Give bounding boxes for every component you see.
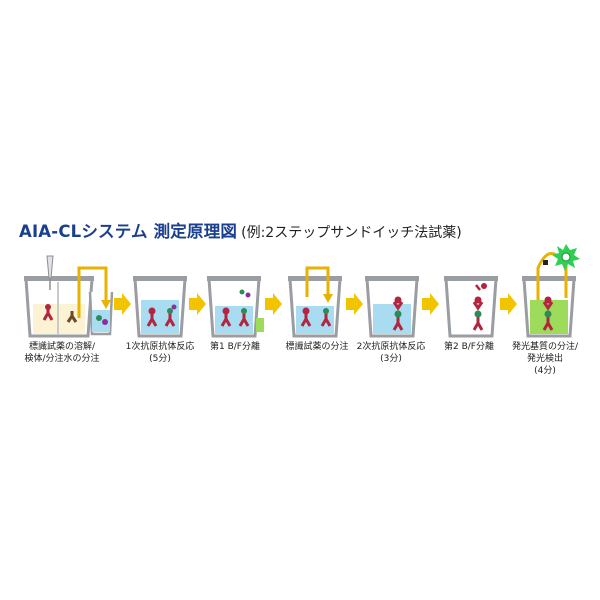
step-1-antibody-beads	[42, 304, 78, 323]
step-1-sample-tube	[88, 291, 114, 336]
diagram-title: AIA-CLシステム 測定原理図(例:2ステップサンドイッチ法試薬)	[19, 218, 462, 242]
step-6-bound-complex	[472, 283, 487, 331]
step-4-label: 標識試薬の分注	[285, 342, 349, 352]
step-7-detected-complex	[542, 296, 554, 331]
pipette-icon	[46, 255, 54, 290]
step-7-label: 発光基質の分注/ 発光検出 (4分)	[511, 342, 579, 376]
dispense-flow-arrowhead-1	[101, 300, 111, 309]
light-emission-icon	[552, 244, 580, 271]
step-5-cup	[365, 276, 419, 338]
step-arrow-5	[422, 293, 439, 315]
step-2-reaction-complex	[146, 304, 177, 327]
step-2-label: 1次抗原抗体反応 (5分)	[125, 342, 195, 364]
step-arrow-4	[346, 293, 363, 315]
step-arrow-2	[189, 293, 206, 315]
step-1-cup	[24, 276, 94, 338]
step-arrow-1	[114, 293, 131, 315]
step-4-labeled-antibody	[300, 307, 332, 327]
step-6-label: 第2 B/F分離	[444, 342, 494, 352]
step-3-cup	[207, 276, 264, 338]
title-main: AIA-CLシステム 測定原理図	[19, 222, 238, 241]
step-3-label: 第1 B/F分離	[210, 342, 260, 352]
step-3-washed-complex	[220, 289, 251, 327]
dispense-flow-arrow-1	[77, 266, 108, 318]
step-5-sandwich-complex	[392, 296, 404, 331]
dispense-flow-arrow-4	[305, 266, 330, 297]
step-6-cup	[444, 276, 498, 338]
step-arrow-3	[265, 293, 282, 315]
step-2-cup	[133, 276, 187, 338]
dispense-flow-arrowhead-4	[323, 294, 333, 303]
step-4-cup	[288, 276, 342, 338]
step-1-label: 標識試薬の溶解/ 検体/分注水の分注	[24, 342, 100, 364]
title-subtitle: (例:2ステップサンドイッチ法試薬)	[241, 225, 462, 241]
detector-marker	[543, 260, 548, 265]
step-5-label: 2次抗原抗体反応 (3分)	[356, 342, 426, 364]
step-arrow-6	[500, 293, 517, 315]
